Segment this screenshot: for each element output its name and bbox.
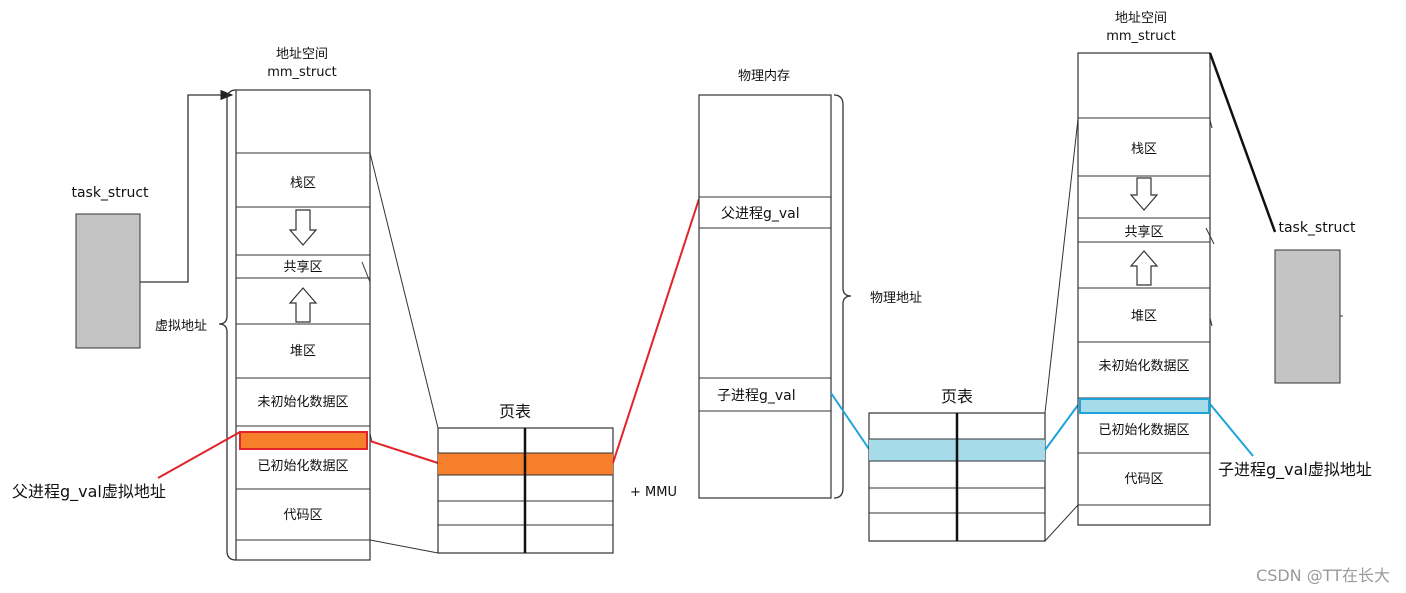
right-bss-label: 未初始化数据区 — [1098, 359, 1189, 374]
right-data-label: 已初始化数据区 — [1098, 423, 1189, 438]
left-data-label: 已初始化数据区 — [257, 459, 348, 474]
physical-child-g-val: 子进程g_val — [717, 388, 796, 404]
physical-memory-column — [698, 94, 832, 499]
right-address-space-column — [1077, 52, 1211, 526]
left-g-val-highlight — [239, 431, 368, 450]
right-stack-label: 栈区 — [1131, 142, 1157, 157]
parent-physical-mapping-line — [612, 198, 700, 464]
left-mmu-label: + MMU — [630, 485, 677, 500]
left-page-table-title: 页表 — [499, 402, 531, 421]
right-mm-struct-label: mm_struct — [1106, 29, 1176, 44]
right-page-table-title: 页表 — [941, 387, 973, 406]
left-virtual-address-brace — [218, 89, 237, 561]
physical-address-label: 物理地址 — [870, 291, 922, 306]
left-stack-label: 栈区 — [290, 176, 316, 191]
watermark: CSDN @TT在长大 — [1256, 566, 1390, 585]
left-heap-grow-up-icon — [288, 287, 318, 323]
right-task-struct-label: task_struct — [1278, 220, 1356, 236]
left-va-to-pagetable-line — [369, 440, 439, 464]
left-task-to-mm-arrow — [140, 89, 234, 283]
right-stack-grow-down-icon — [1129, 177, 1159, 211]
physical-parent-g-val: 父进程g_val — [721, 206, 800, 222]
right-g-val-highlight — [1079, 398, 1210, 414]
right-heap-grow-up-icon — [1129, 250, 1159, 286]
right-g-val-label: 子进程g_val虚拟地址 — [1218, 460, 1372, 480]
left-g-val-pointer — [157, 431, 241, 479]
left-mm-struct-label: mm_struct — [267, 65, 337, 80]
left-bss-label: 未初始化数据区 — [257, 395, 348, 410]
physical-memory-title: 物理内存 — [738, 68, 790, 84]
left-address-space-title: 地址空间 — [276, 47, 328, 62]
left-shared-label: 共享区 — [283, 259, 322, 275]
left-g-val-label: 父进程g_val虚拟地址 — [12, 482, 166, 502]
left-stack-grow-down-icon — [288, 209, 318, 246]
left-address-space-column — [235, 89, 371, 561]
right-code-label: 代码区 — [1124, 472, 1163, 487]
left-virtual-address-label: 虚拟地址 — [155, 319, 207, 334]
left-code-label: 代码区 — [283, 508, 322, 523]
right-g-val-pointer — [1209, 403, 1254, 457]
left-task-struct-label: task_struct — [71, 185, 149, 201]
child-physical-mapping-line — [830, 392, 870, 450]
physical-address-brace — [833, 94, 852, 499]
right-heap-label: 堆区 — [1131, 309, 1157, 324]
right-task-to-mm-line — [1208, 52, 1277, 233]
right-task-struct-box — [1274, 249, 1341, 384]
right-address-space-title: 地址空间 — [1115, 11, 1167, 26]
right-shared-label: 共享区 — [1124, 224, 1163, 240]
left-task-struct-box — [75, 213, 141, 349]
left-heap-label: 堆区 — [290, 344, 316, 359]
